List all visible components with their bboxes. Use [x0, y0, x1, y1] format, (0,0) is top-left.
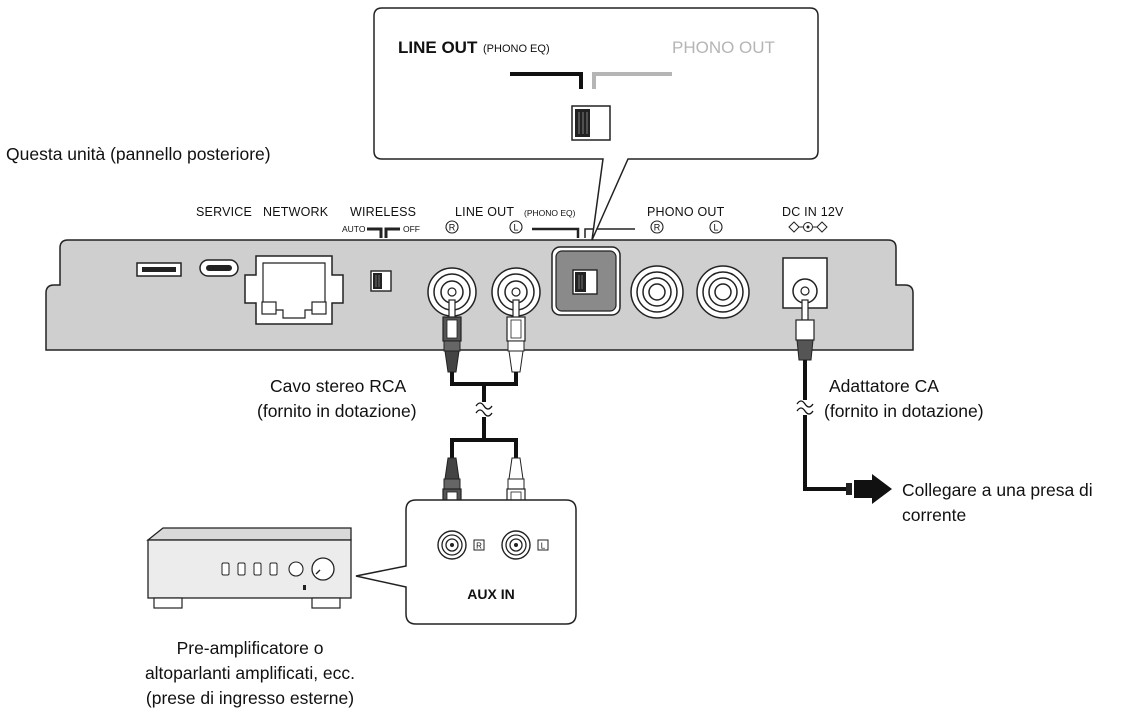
ac-adapter-label-2: (fornito in dotazione)	[824, 401, 984, 421]
rca-plug-l-top	[506, 299, 526, 373]
preamp-label-3: (prese di ingresso esterne)	[146, 688, 354, 708]
callout-position-symbol	[510, 72, 672, 89]
svg-text:L: L	[513, 223, 518, 233]
network-label: NETWORK	[263, 205, 329, 219]
phono-eq-switch-highlight	[551, 246, 621, 316]
aux-in-l-jack: L	[501, 530, 549, 560]
rca-cable-label-2: (fornito in dotazione)	[257, 401, 417, 421]
svg-text:R: R	[449, 223, 456, 233]
panel-title: Questa unità (pannello posteriore)	[6, 144, 271, 164]
phono-out-l-marker: L	[709, 220, 723, 234]
line-out-l-marker: L	[509, 220, 523, 234]
dc-in-jack	[782, 257, 828, 309]
aux-in-r-jack: R	[437, 530, 485, 560]
outlet-label-1: Collegare a una presa di	[902, 480, 1093, 500]
wireless-off-label: OFF	[403, 224, 420, 234]
phono-out-r-jack	[630, 265, 684, 319]
line-out-l-jack	[491, 267, 541, 317]
polarity-symbol	[788, 221, 828, 233]
micro-port	[199, 259, 239, 277]
svg-text:R: R	[654, 223, 661, 233]
aux-in-label: AUX IN	[467, 586, 514, 602]
svg-text:R: R	[476, 542, 482, 551]
preamp-label-2: altoparlanti amplificati, ecc.	[145, 663, 355, 683]
svg-text:L: L	[541, 542, 546, 551]
wireless-auto-label: AUTO	[342, 224, 366, 234]
rca-cable-label-1: Cavo stereo RCA	[270, 376, 406, 396]
callout-phono-eq-label: (PHONO EQ)	[483, 43, 550, 55]
preamp-label-1: Pre-amplificatore o	[177, 638, 324, 658]
phono-out-label: PHONO OUT	[647, 205, 725, 219]
network-port	[244, 255, 344, 325]
phono-out-r-marker: R	[650, 220, 664, 234]
service-port	[136, 262, 182, 277]
line-out-r-marker: R	[445, 220, 459, 234]
wireless-label: WIRELESS	[350, 205, 416, 219]
wireless-switch	[370, 270, 392, 292]
callout-switch	[571, 105, 611, 141]
rca-plug-r-top	[442, 299, 462, 373]
service-label: SERVICE	[196, 205, 252, 219]
line-out-label: LINE OUT	[455, 205, 514, 219]
phono-eq-label: (PHONO EQ)	[524, 208, 576, 218]
wireless-switch-symbol	[367, 227, 400, 238]
callout-phono-out-label: PHONO OUT	[672, 38, 775, 57]
ac-adapter-label-1: Adattatore CA	[829, 376, 939, 396]
ac-adapter-cable	[795, 299, 892, 504]
svg-text:L: L	[713, 223, 718, 233]
selector-position-symbol	[532, 227, 635, 238]
dc-in-label: DC IN 12V	[782, 205, 844, 219]
outlet-label-2: corrente	[902, 505, 966, 525]
preamplifier-device	[146, 527, 352, 609]
aux-in-panel	[355, 499, 577, 625]
callout-line-out-label: LINE OUT	[398, 38, 478, 57]
phono-out-l-jack	[696, 265, 750, 319]
